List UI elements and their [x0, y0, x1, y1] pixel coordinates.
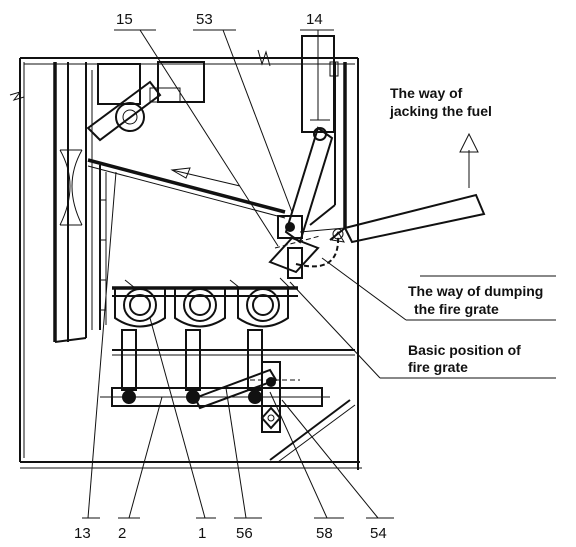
label-54: 54	[370, 525, 387, 542]
annotation-jacking-line1: The way of	[390, 85, 463, 101]
label-1: 1	[198, 525, 206, 542]
label-53: 53	[196, 11, 213, 28]
label-13: 13	[74, 525, 91, 542]
leader-lines	[82, 29, 556, 519]
top-feeder	[86, 61, 205, 142]
drive-linkage	[100, 329, 356, 463]
label-15: 15	[116, 11, 133, 28]
grate-pivot	[268, 215, 345, 279]
jacking-arrow	[459, 132, 479, 188]
pushing-plate	[87, 158, 286, 219]
annotation-dumping-line2: the fire grate	[414, 301, 499, 317]
grate-rollers	[112, 277, 298, 328]
label-2: 2	[118, 525, 126, 542]
left-wall	[53, 62, 107, 343]
label-56: 56	[236, 525, 253, 542]
label-58: 58	[316, 525, 333, 542]
roller-2	[174, 288, 226, 328]
roller-3	[237, 288, 289, 328]
label-14: 14	[306, 11, 323, 28]
annotation-basic-line1: Basic position of	[408, 342, 521, 358]
fuel-chute	[299, 193, 486, 244]
annotation-jacking-line2: jacking the fuel	[389, 103, 492, 119]
roller-1	[114, 288, 166, 328]
annotation-dumping-line1: The way of dumping	[408, 283, 543, 299]
annotation-basic-line2: fire grate	[408, 359, 468, 375]
